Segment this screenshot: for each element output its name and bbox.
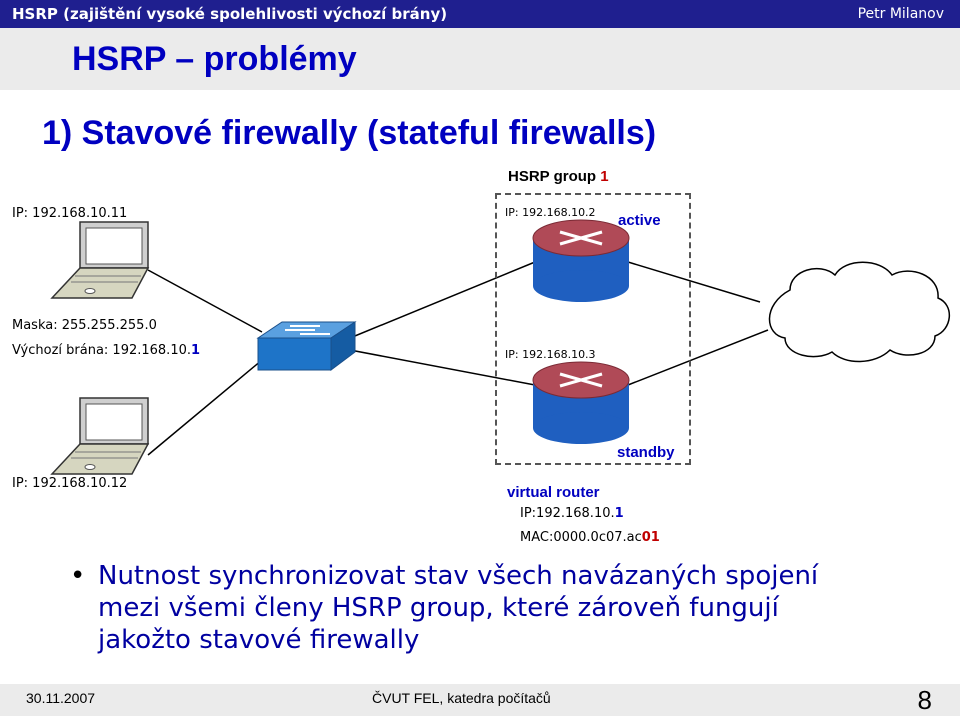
gateway-suffix: 1: [191, 343, 201, 358]
group-label-text: HSRP group: [508, 168, 601, 185]
cloud-icon: [768, 261, 950, 363]
router1-state: active: [618, 212, 661, 229]
switch-icon: [256, 321, 357, 371]
link-pc2-switch: [147, 359, 263, 456]
bullet-point: • Nutnost synchronizovat stav všech navá…: [70, 560, 876, 656]
virtual-router-label: virtual router: [507, 484, 600, 501]
hsrp-group-label: HSRP group 1: [508, 168, 609, 185]
link-pc1-switch: [147, 269, 263, 333]
header-bar: HSRP (zajištění vysoké spolehlivosti výc…: [0, 0, 960, 28]
vr-ip-prefix: IP:192.168.10.: [520, 506, 615, 521]
vr-ip-suffix: 1: [614, 506, 624, 521]
router-icon: [532, 219, 630, 302]
link-router2-cloud: [627, 329, 769, 386]
subnet-mask: Maska: 255.255.255.0: [12, 318, 157, 333]
footer-bar: 30.11.2007 ČVUT FEL, katedra počítačů 8: [0, 684, 960, 716]
vr-mac-suffix: 01: [641, 530, 660, 545]
pc1-ip: IP: 192.168.10.11: [12, 206, 128, 221]
laptop-icon: [50, 397, 150, 475]
router2-ip: IP: 192.168.10.3: [505, 348, 596, 361]
router2-state: standby: [617, 444, 675, 461]
gateway-prefix: Výchozí brána: 192.168.10.: [12, 343, 191, 358]
hsrp-group-boundary: [495, 193, 691, 465]
bullet-dot-icon: •: [70, 561, 86, 591]
router-icon: [532, 361, 630, 444]
virtual-router-mac: MAC:0000.0c07.ac01: [520, 530, 660, 545]
laptop-icon: [50, 221, 150, 299]
slide-title: HSRP – problémy: [72, 40, 357, 78]
footer-date: 30.11.2007: [26, 690, 96, 706]
page-number: 8: [917, 685, 932, 715]
virtual-router-ip: IP:192.168.10.1: [520, 506, 624, 521]
group-number: 1: [600, 168, 609, 185]
title-bar: HSRP – problémy: [0, 28, 960, 90]
slide-topic: HSRP (zajištění vysoké spolehlivosti výc…: [12, 5, 448, 23]
vr-mac-prefix: MAC:0000.0c07.ac: [520, 530, 642, 545]
bullet-text: Nutnost synchronizovat stav všech naváza…: [98, 561, 819, 655]
footer-institution: ČVUT FEL, katedra počítačů: [372, 690, 551, 706]
link-switch-router2: [349, 349, 536, 386]
router1-ip: IP: 192.168.10.2: [505, 206, 596, 219]
link-switch-router1: [349, 261, 536, 339]
link-router1-cloud: [627, 261, 761, 303]
slide-subtitle: 1) Stavové firewally (stateful firewalls…: [42, 114, 657, 152]
author-name: Petr Milanov: [857, 6, 944, 22]
pc2-ip: IP: 192.168.10.12: [12, 476, 128, 491]
default-gateway: Výchozí brána: 192.168.10.1: [12, 343, 200, 358]
